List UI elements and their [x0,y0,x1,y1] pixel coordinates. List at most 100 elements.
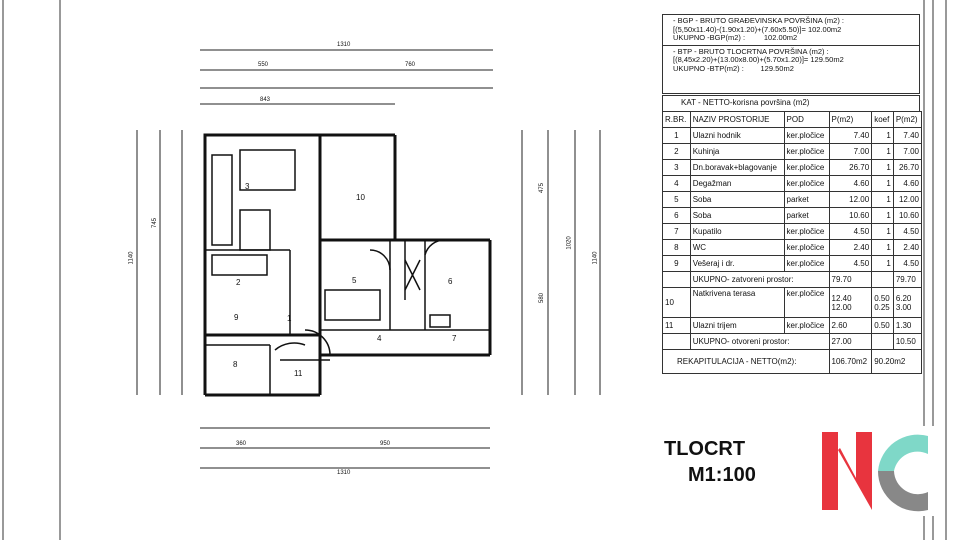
porch-area: 2.60 [828,317,873,334]
bgp-total-label: UKUPNO -BGP(m2) : [673,33,746,42]
table-cell: 26.70 [828,159,873,176]
closed-total-label: UKUPNO- zatvoreni prostor: [689,271,830,288]
table-cell: 4.50 [892,255,923,272]
recap-b: 90.20m2 [871,349,922,374]
table-cell: 10.60 [828,207,873,224]
open-total-label: UKUPNO- otvoreni prostor: [689,333,830,350]
table-header: POD [783,111,830,128]
table-cell: 1 [871,143,894,160]
dim-bottom-a: 360 [236,441,247,447]
table-cell: ker.pločice [783,175,830,192]
table-header: koef [871,111,894,128]
terrace-p1: 12.40 [831,293,852,303]
room-label-10: 10 [356,193,365,202]
table-header: R.BR. [662,111,691,128]
dim-bottom-b: 950 [380,441,391,447]
table-row-closed-total: UKUPNO- zatvoreni prostor: 79.70 79.70 [662,271,923,288]
table-cell: 1 [871,207,894,224]
open-total-a: 27.00 [828,333,873,350]
table-cell: Degažman [689,175,785,192]
table-cell: 6 [662,207,691,224]
bgp-title: - BGP - BRUTO GRAĐEVINSKA POVRŠINA (m2) … [673,16,845,25]
recap-label: REKAPITULACIJA - NETTO(m2): [662,349,830,374]
table-cell: parket [783,207,830,224]
table-cell: WC [689,239,785,256]
table-cell: Soba [689,207,785,224]
table-cell: ker.pločice [783,127,830,144]
btp-total-value: 129.50m2 [760,63,794,73]
room-label-9: 9 [234,313,239,322]
table-cell: ker.pločice [783,239,830,256]
btp-formula: [(8,45x2.20)+(13.00x8.00)+(5.70x1.20)]= … [673,55,844,64]
room-label-2: 2 [236,278,241,287]
table-row-open-total: UKUPNO- otvoreni prostor: 27.00 10.50 [662,333,923,350]
room-label-1: 1 [287,314,292,323]
table-cell: 12.00 [828,191,873,208]
btp-total-label: UKUPNO -BTP(m2) : [673,63,744,73]
terrace-k1: 0.50 [874,293,890,303]
bgp-formula: [(5,50x11.40)-(1.90x1.20)+(7.60x5.50)]= … [673,24,842,34]
table-cell: 7.00 [828,143,873,160]
bgp-total-value: 102.00m2 [763,33,798,42]
terrace-floor: ker.pločice [783,287,830,318]
table-cell: 9 [662,255,691,272]
table-cell: 1 [871,223,894,240]
btp-title: - BTP - BRUTO TLOCRTNA POVRŠINA (m2) : [673,46,829,56]
table-row-porch: 11 Ulazni trijem ker.pločice 2.60 0.50 1… [662,317,923,334]
logo-teal-arc [878,434,928,471]
terrace-num: 10 [662,287,691,318]
company-logo [818,426,936,516]
terrace-name: Natkrivena terasa [689,287,785,318]
table-cell: 10.60 [892,207,923,224]
open-total-b: 10.50 [892,333,923,350]
dim-right-c: 580 [539,292,546,304]
porch-name: Ulazni trijem [689,317,785,334]
table-cell: 7.40 [892,127,923,144]
table-cell: 2.40 [892,239,923,256]
table-cell: Kuhinja [689,143,785,160]
room-label-3: 3 [245,182,250,191]
table-row-recap: REKAPITULACIJA - NETTO(m2): 106.70m2 90.… [662,349,922,374]
table-cell: Ulazni hodnik [689,127,785,144]
room-label-6: 6 [448,277,453,286]
table-cell: 1 [871,239,894,256]
dim-bottom-total: 1310 [337,470,351,476]
table-cell: Kupatilo [689,223,785,240]
table-cell: 1 [871,127,894,144]
table-cell: 4.60 [892,175,923,192]
table-cell: parket [783,191,830,208]
porch-result: 1.30 [892,317,923,334]
logo-red-shape [838,432,872,510]
table-cell: 1 [662,127,691,144]
table-cell: ker.pločice [783,143,830,160]
table-header: P(m2) [892,111,923,128]
room-label-7: 7 [452,334,457,343]
table-cell: 1 [871,159,894,176]
table-cell: Vešeraj i dr. [689,255,785,272]
table-cell: 2.40 [828,239,873,256]
logo-red-bar [822,432,838,510]
table-cell: ker.pločice [783,223,830,240]
table-cell: 7.40 [828,127,873,144]
room-label-8: 8 [233,360,238,369]
terrace-r1: 6.20 [895,293,912,303]
table-cell: 5 [662,191,691,208]
dim-left-total: 1140 [128,251,135,265]
table-cell: Dn.boravak+blagovanje [689,159,785,176]
room-label-4: 4 [377,334,382,343]
table-cell: ker.pločice [783,159,830,176]
logo-gray-arc [877,471,928,512]
table-cell: 4 [662,175,691,192]
table-cell: 4.50 [828,255,873,272]
dim-top-a: 550 [258,62,269,68]
